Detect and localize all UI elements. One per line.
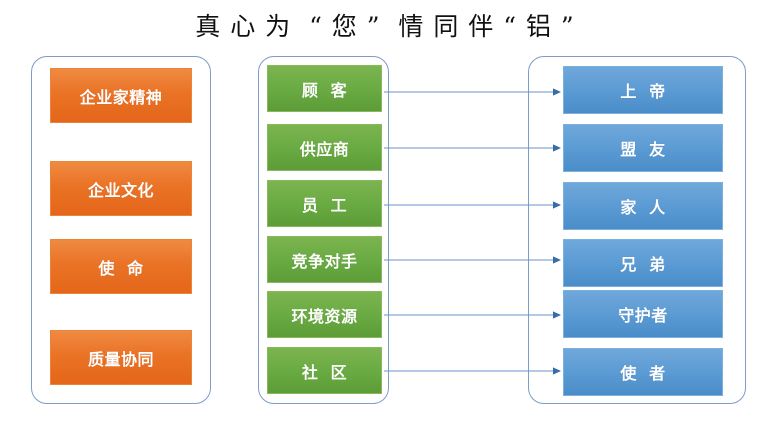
stakeholder-box-6[interactable]: 社 区 <box>267 347 382 394</box>
value-box-2[interactable]: 企业文化 <box>50 161 192 216</box>
stakeholder-box-1[interactable]: 顾 客 <box>267 65 382 112</box>
value-box-3[interactable]: 使 命 <box>50 239 192 294</box>
value-box-1[interactable]: 企业家精神 <box>50 68 192 123</box>
roles-panel <box>528 56 746 404</box>
role-box-5[interactable]: 守护者 <box>563 290 723 338</box>
stakeholder-box-2[interactable]: 供应商 <box>267 124 382 171</box>
role-box-1[interactable]: 上 帝 <box>563 66 723 114</box>
stakeholder-box-3[interactable]: 员 工 <box>267 180 382 227</box>
page-title: 真 心 为 “ 您 ” 情 同 伴 “ 铝 ” <box>195 12 575 41</box>
stakeholder-box-4[interactable]: 竞争对手 <box>267 236 382 283</box>
role-box-4[interactable]: 兄 弟 <box>563 239 723 287</box>
role-box-3[interactable]: 家 人 <box>563 182 723 230</box>
stakeholder-box-5[interactable]: 环境资源 <box>267 291 382 338</box>
role-box-2[interactable]: 盟 友 <box>563 124 723 172</box>
value-box-4[interactable]: 质量协同 <box>50 330 192 385</box>
diagram-title-bar: 真 心 为 “ 您 ” 情 同 伴 “ 铝 ” <box>0 0 770 50</box>
role-box-6[interactable]: 使 者 <box>563 348 723 396</box>
stakeholders-panel <box>258 56 389 404</box>
